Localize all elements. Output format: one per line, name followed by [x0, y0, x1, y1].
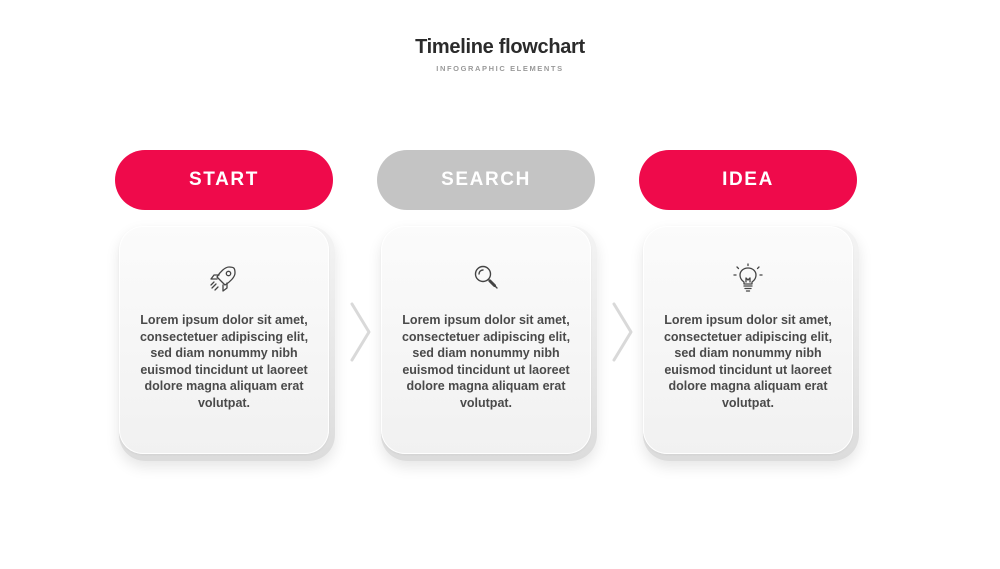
step-2-description: Lorem ipsum dolor sit amet, consectetuer… — [401, 313, 571, 410]
step-3-card: Lorem ipsum dolor sit amet, consectetuer… — [643, 226, 853, 454]
arrow-right-icon — [612, 302, 633, 362]
step-3-description: Lorem ipsum dolor sit amet, consectetuer… — [663, 313, 833, 410]
arrow-right-icon — [350, 302, 371, 362]
header: Timeline flowchart INFOGRAPHIC ELEMENTS — [0, 36, 1000, 73]
magnifier-icon — [474, 265, 498, 289]
step-1-label-pill: START — [115, 150, 333, 210]
step-1-description: Lorem ipsum dolor sit amet, consectetuer… — [139, 313, 309, 410]
step-3-label-pill: IDEA — [639, 150, 857, 210]
step-1-label: START — [189, 169, 259, 190]
page-subtitle: INFOGRAPHIC ELEMENTS — [436, 64, 564, 73]
lightbulb-icon — [733, 263, 763, 292]
step-2-label-pill: SEARCH — [377, 150, 595, 210]
step-2-label: SEARCH — [441, 169, 531, 190]
rocket-icon — [210, 266, 236, 292]
page-title: Timeline flowchart — [415, 36, 585, 58]
step-3-label: IDEA — [722, 169, 774, 190]
step-1-card: Lorem ipsum dolor sit amet, consectetuer… — [119, 226, 329, 454]
step-2-card: Lorem ipsum dolor sit amet, consectetuer… — [381, 226, 591, 454]
